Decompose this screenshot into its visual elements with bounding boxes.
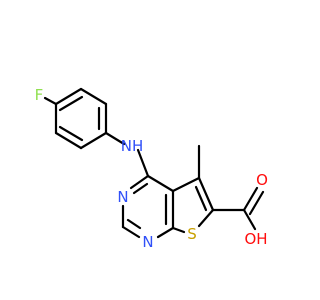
atom-pyrimidine-n-top: N (117, 188, 128, 206)
molecule-canvas: F NH N N S O OH (35, 86, 268, 251)
bond-ring-a (54, 87, 83, 106)
bond-c5-c6 (197, 176, 215, 212)
bond-c2-n1 (121, 225, 141, 239)
bond-ring-b (79, 87, 108, 106)
bond-c5-c6-inner (194, 185, 208, 212)
bond-c-o-double (242, 186, 259, 212)
bond-c-oh (242, 208, 257, 231)
atom-hydroxyl: OH (244, 230, 267, 248)
atom-thiophene-s: S (187, 225, 197, 243)
fluorophenyl-ring (43, 87, 108, 150)
bond-c4a-c5 (171, 176, 201, 193)
bond-c4-n3 (129, 174, 150, 190)
bond-n1-c7a (156, 226, 175, 239)
bond-c-o-double-inner (248, 190, 265, 216)
bond-c2-n1-inner (126, 218, 142, 230)
atom-carbonyl-o: O (256, 171, 268, 189)
bond-ring-a-inner (58, 95, 84, 112)
atom-pyrimidine-n-bottom: N (142, 233, 153, 251)
bond-f-c1 (43, 96, 58, 106)
bond-aryl-nh (104, 131, 126, 146)
atom-amine: NH (121, 137, 144, 155)
atom-fluorine: F (35, 86, 44, 104)
thiophene-ring (171, 176, 215, 234)
bond-ring-d (79, 131, 108, 150)
bond-c6-s (197, 208, 215, 228)
bond-nh-c4 (136, 148, 150, 178)
bond-ring-e (54, 131, 83, 150)
bond-ring-e-inner (58, 125, 84, 142)
pyrimidine-ring (121, 174, 175, 239)
bond-s-c7a (171, 226, 186, 234)
bond-c4-n3-inner (132, 182, 149, 195)
carboxyl-group (211, 186, 265, 231)
bond-c4a-c4 (146, 174, 175, 193)
molecule-structure: F NH N N S O OH (35, 86, 268, 251)
